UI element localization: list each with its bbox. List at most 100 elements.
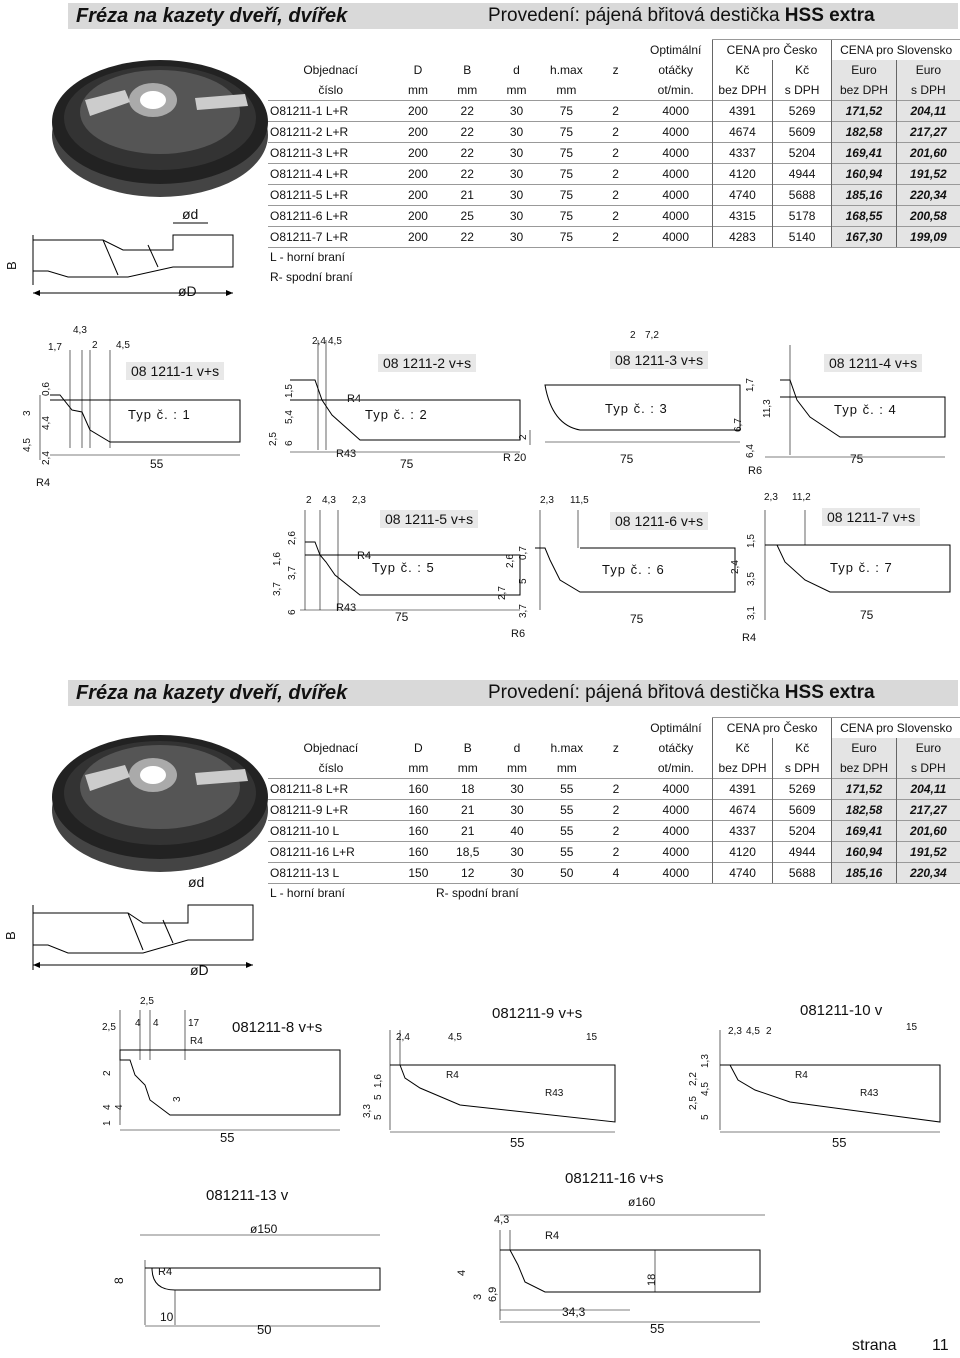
dim-label: 6 xyxy=(287,609,298,615)
dim-label: ø150 xyxy=(250,1222,278,1236)
dim-label: R43 xyxy=(336,602,357,614)
table-cell: 171,52 xyxy=(831,100,897,122)
profile-length: 75 xyxy=(620,452,634,466)
dim-label: R43 xyxy=(860,1088,879,1099)
table-cell: 55 xyxy=(541,841,593,863)
table-cell: 22 xyxy=(442,100,492,122)
section2-header-bar xyxy=(68,680,958,706)
col-header: mm xyxy=(506,83,527,97)
profile-type: Typ č. : 4 xyxy=(834,402,897,417)
profile-drawing xyxy=(764,510,951,620)
table-cell: 220,34 xyxy=(895,184,960,206)
table-cell: 25 xyxy=(442,205,492,227)
profile-name: 08 1211-6 v+s xyxy=(610,512,709,530)
table-header-row: číslo mm mm mm mm ot/min. bez DPH s DPH … xyxy=(268,80,960,101)
price-table-2: Optimální CENA pro Česko CENA pro Sloven… xyxy=(268,717,960,884)
note-upper: L - horní braní xyxy=(270,886,345,900)
table-cell: 4740 xyxy=(711,184,773,206)
table-cell: 22 xyxy=(442,121,492,143)
order-number: O81211-5 L+R xyxy=(268,184,394,206)
dim-label: 2,4 xyxy=(41,451,52,465)
table-cell: 75 xyxy=(541,184,592,206)
cutter-section-drawing xyxy=(32,904,254,970)
dim-label: 2 xyxy=(766,1026,772,1037)
profile-length: 75 xyxy=(395,610,409,624)
dim-label: 2,5 xyxy=(140,996,154,1007)
dim-label: R43 xyxy=(336,448,357,460)
table-cell: 200 xyxy=(393,163,443,185)
dim-label: 3,7 xyxy=(518,604,529,618)
dim-label: 6,9 xyxy=(487,1286,499,1302)
col-header: ot/min. xyxy=(657,83,694,97)
table-cell: 4674 xyxy=(711,799,773,821)
table-cell: 4000 xyxy=(639,799,713,821)
dim-label: 1,5 xyxy=(746,534,757,548)
col-header: Kč xyxy=(772,60,832,80)
section1-execution: Provedení: pájená břitová destička HSS e… xyxy=(488,5,875,27)
table-cell: 75 xyxy=(541,205,592,227)
col-header: z xyxy=(612,63,619,77)
table-cell: 12 xyxy=(442,862,493,884)
dim-label: 2,3 xyxy=(540,495,554,506)
table-cell: 75 xyxy=(541,142,592,164)
table-cell: 4120 xyxy=(711,163,773,185)
dim-label: 3 xyxy=(472,1293,484,1300)
table-cell: 4000 xyxy=(639,862,713,884)
col-header: Optimální xyxy=(650,720,702,735)
table-cell: 30 xyxy=(491,121,542,143)
dim-label: 4 xyxy=(153,1018,159,1029)
profile-drawing xyxy=(389,1030,616,1133)
profile-name: 081211-13 v xyxy=(206,1187,289,1204)
table-cell: 4000 xyxy=(639,205,713,227)
table-cell: 2 xyxy=(591,163,640,185)
order-number: O81211-1 L+R xyxy=(268,100,394,122)
col-header: CENA pro Česko xyxy=(711,39,832,60)
dim-label: 2,6 xyxy=(505,554,516,568)
dim-label: 17 xyxy=(188,1018,200,1029)
dim-label: R4 xyxy=(545,1230,560,1242)
dim-label: R4 xyxy=(36,477,51,489)
dim-label: 4,3 xyxy=(322,495,336,506)
profile-length: 55 xyxy=(832,1135,847,1150)
dim-label: 3,7 xyxy=(287,566,298,580)
table-cell: 75 xyxy=(541,163,592,185)
cutter-photo xyxy=(52,735,268,872)
col-header: B xyxy=(463,741,472,755)
table-cell: 191,52 xyxy=(895,163,960,185)
profile-drawing xyxy=(499,1214,765,1323)
table-cell: 55 xyxy=(541,820,593,842)
table-cell: 30 xyxy=(491,100,542,122)
table-cell: 2 xyxy=(591,100,640,122)
table-cell: 200,58 xyxy=(895,205,960,227)
table-cell: 55 xyxy=(541,799,593,821)
order-number: O81211-9 L+R xyxy=(268,799,394,821)
dim-label: 2,3 xyxy=(764,492,778,503)
table-header-row: Optimální CENA pro Česko CENA pro Sloven… xyxy=(268,39,960,60)
profile-name: 08 1211-2 v+s xyxy=(378,354,477,372)
profile-name: 081211-16 v+s xyxy=(565,1170,664,1187)
table-cell: 4000 xyxy=(639,121,713,143)
dim-label: 4,4 xyxy=(41,416,52,430)
dim-label: 4,5 xyxy=(700,1082,711,1096)
col-header: mm xyxy=(408,761,429,775)
col-header: d xyxy=(513,741,521,755)
table-cell: 200 xyxy=(393,205,443,227)
profile-type: Typ č. : 2 xyxy=(365,407,428,422)
profile-drawing xyxy=(529,384,741,445)
dim-label: R4 xyxy=(190,1036,203,1047)
table-cell: 2 xyxy=(591,205,640,227)
table-cell: 4120 xyxy=(711,841,773,863)
dim-label: 2 xyxy=(630,330,636,341)
col-header: d xyxy=(513,63,520,77)
dim-label: 3,7 xyxy=(272,582,283,596)
col-header: Euro xyxy=(831,60,897,80)
dim-label: 2,5 xyxy=(102,1022,116,1033)
table-cell: 200 xyxy=(393,121,443,143)
table-cell: 4337 xyxy=(711,142,773,164)
dim-label: R4 xyxy=(158,1266,173,1278)
table-cell: 5204 xyxy=(772,142,832,164)
